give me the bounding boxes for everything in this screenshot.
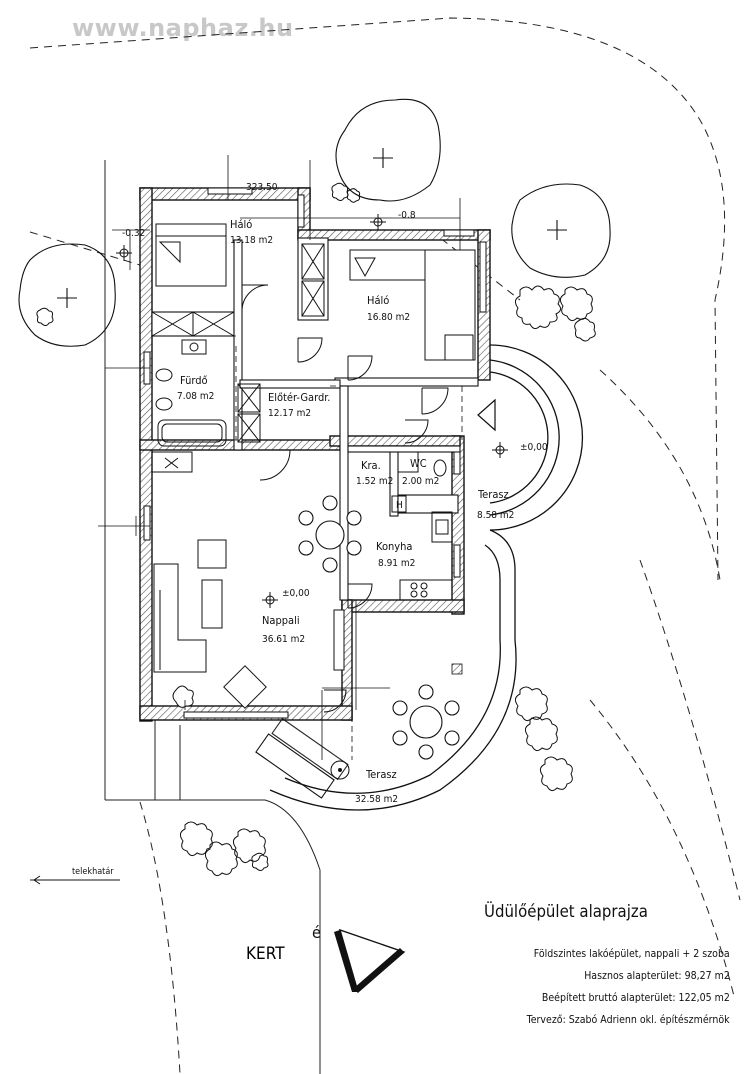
room-labels: Háló 13.18 m2 Háló 16.80 m2 Fürdő 7.08 m… [177,218,514,805]
room-area-wc: 2.00 m2 [402,476,439,487]
room-area-nappali: 36.61 m2 [262,634,305,645]
dining-table-living [298,495,362,573]
room-name-halo2: Háló [367,294,389,307]
title-line-1: Földszintes lakóépület, nappali + 2 szob… [534,948,730,960]
room-name-kamra: Kra. [361,459,381,472]
terrace-curves [269,344,584,811]
level-d-label: ±0,00 [282,588,310,599]
room-name-konyha: Konyha [376,540,412,553]
hood-label: H [396,500,403,511]
beds [155,223,476,361]
room-area-terasz2: 32.58 m2 [355,794,398,805]
sun-lounger [255,717,349,799]
room-name-eloter: Előtér-Gardr. [268,391,330,404]
roof-height-label: 323.50 [246,182,278,193]
title-line-2: Hasznos alapterület: 98,27 m2 [584,970,730,982]
room-area-terasz1: 8.58 m2 [477,510,514,521]
tree-top [335,98,441,202]
garden-label: KERT [246,944,285,964]
room-area-halo1: 13.18 m2 [230,235,273,246]
level-c-label: ±0,00 [520,442,548,453]
room-area-kamra: 1.52 m2 [356,476,393,487]
living-furniture [153,539,345,709]
overhang-lines [152,335,463,760]
reference-lines [98,155,461,760]
level-b-label: -0.8 [398,210,416,221]
north-arrow-icon [334,928,406,994]
small-square-marker [451,663,463,675]
north-label: é [312,923,321,942]
shrubs [36,182,596,877]
title-line-3: Beépített bruttó alapterület: 122,05 m2 [542,992,730,1004]
kitchen-fixtures [391,495,453,601]
boundary-label: telekhatár [72,867,114,877]
tree-right [511,183,611,278]
room-name-wc: WC [410,457,427,470]
room-area-halo2: 16.80 m2 [367,312,410,323]
room-area-furdo: 7.08 m2 [177,391,214,402]
level-a-label: -0.32 [122,228,145,239]
bathroom-fixtures [155,339,447,477]
room-name-terasz1: Terasz [477,488,509,501]
doors [241,284,449,713]
site-boundary [29,17,741,1074]
wardrobes [151,243,325,473]
boundary-arrow [33,875,120,885]
room-area-eloter: 12.17 m2 [268,408,311,419]
dining-table-terrace [392,684,460,760]
room-name-furdo: Fürdő [180,374,208,387]
room-area-konyha: 8.91 m2 [378,558,415,569]
drawing-title: Üdülőépület alaprajza [484,902,648,922]
watermark: www.naphaz.hu [72,14,294,42]
level-markers [116,214,508,780]
level-labels: 323.50 -0.32 -0.8 ±0,00 ±0,00 H telekhat… [72,182,548,942]
tree-left [18,243,116,347]
room-name-terasz2: Terasz [365,768,397,781]
direction-triangle [477,398,496,432]
room-name-halo1: Háló [230,218,252,231]
title-line-4: Tervező: Szabó Adrienn okl. építészmérnö… [526,1014,730,1026]
room-name-nappali: Nappali [262,614,300,627]
